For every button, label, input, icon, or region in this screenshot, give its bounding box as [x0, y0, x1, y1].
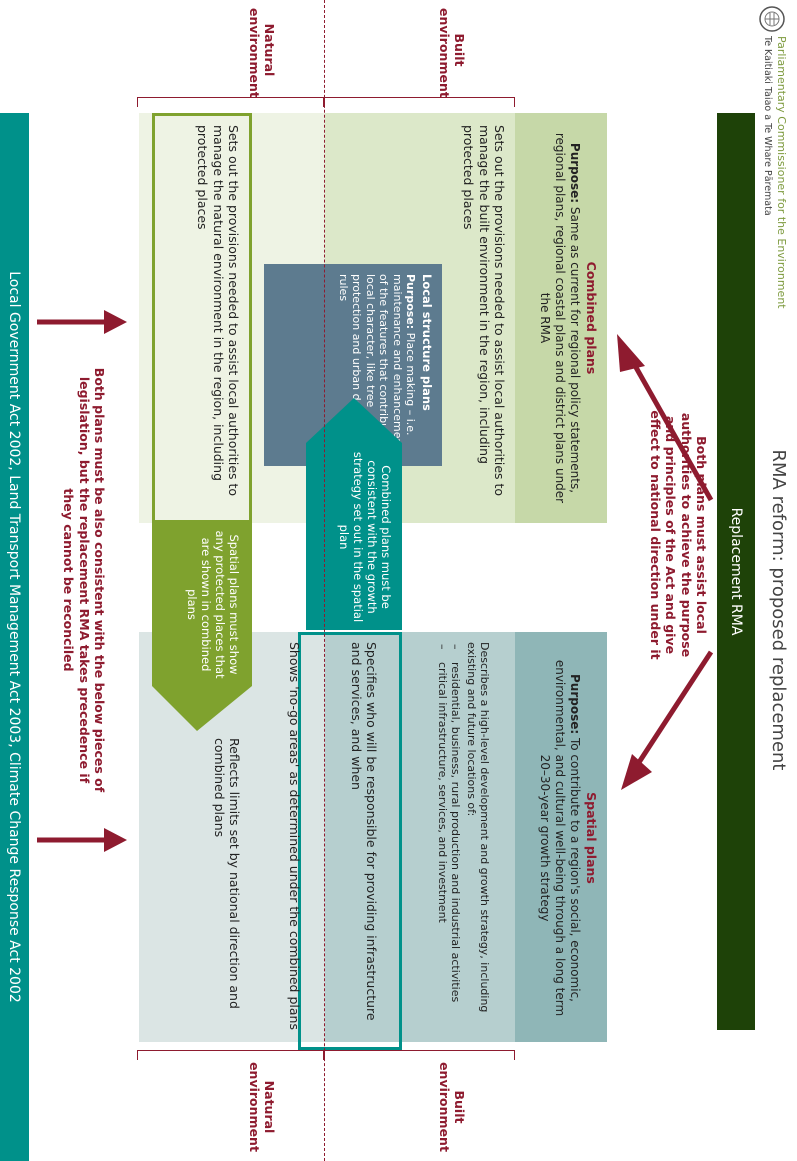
list-item: critical infrastructure, services, and i… — [435, 642, 449, 1042]
spatial-describes-intro: Describes a high-level development and g… — [464, 642, 491, 1013]
combined-plans-purpose: Purpose: Same as current for regional po… — [538, 130, 582, 506]
list-item: residential, business, rural production … — [449, 642, 462, 1042]
environment-divider — [324, 0, 325, 1161]
arrow-to-spatial-natural — [37, 828, 127, 852]
spatial-describes-list: residential, business, rural production … — [435, 642, 462, 1042]
combined-natural-text: Sets out the provisions needed to assist… — [195, 125, 242, 497]
protected-callout-text: Spatial plans must show any protected pl… — [184, 530, 241, 679]
org-name-maori: Te Kaitiaki Taiao a Te Whare Pāremata — [762, 36, 773, 216]
replacement-rma-label: Replacement RMA — [728, 507, 744, 636]
local-structure-plans-box: Local structure plans Purpose: Place mak… — [264, 264, 442, 466]
legislation-footer-bar: Local Government Act 2002, Land Transpor… — [0, 113, 29, 1161]
spatial-plans-content: Spatial plans Purpose: To contribute to … — [538, 648, 600, 1028]
consistency-callout-text: Combined plans must be consistent with t… — [336, 451, 393, 623]
parliament-crest-icon — [757, 4, 787, 34]
spatial-natural-brace — [137, 1050, 325, 1060]
legislation-footer-text: Local Government Act 2002, Land Transpor… — [6, 271, 23, 1003]
local-structure-plans-purpose-label: Purpose: — [403, 274, 417, 330]
org-name: Parliamentary Commissioner for the Envir… — [775, 36, 788, 309]
spatial-reflects-text: Reflects limits set by national directio… — [211, 738, 242, 1009]
spatial-built-label: Built environment — [436, 1062, 467, 1152]
spatial-plans-purpose: Purpose: To contribute to a region's soc… — [538, 648, 582, 1028]
legislation-note: Both plans must be also consistent with … — [61, 367, 108, 793]
spatial-describes-block: Describes a high-level development and g… — [435, 642, 491, 1042]
spatial-plans-title: Spatial plans — [584, 792, 599, 884]
arrow-to-combined-natural — [37, 310, 127, 334]
spatial-plans-purpose-label: Purpose: — [567, 674, 582, 735]
combined-plans-content: Combined plans Purpose: Same as current … — [538, 130, 600, 506]
spatial-no-go-text: Shows 'no-go areas' as determined under … — [287, 642, 302, 1030]
combined-plans-purpose-label: Purpose: — [567, 142, 582, 204]
spatial-specifies-text: Specifies who will be responsible for pr… — [348, 642, 379, 1021]
combined-natural-brace — [137, 97, 325, 107]
combined-natural-label: Natural environment — [246, 8, 277, 98]
local-structure-plans-title: Local structure plans — [420, 274, 434, 411]
page-title: RMA reform: proposed replacement — [768, 449, 789, 771]
combined-plans-title: Combined plans — [584, 261, 599, 375]
must-note: Both plans must assist local authorities… — [648, 410, 709, 660]
spatial-natural-label: Natural environment — [246, 1062, 277, 1152]
combined-built-label: Built environment — [436, 8, 467, 98]
spatial-built-brace — [323, 1050, 515, 1060]
arrow-to-spatial-plans — [621, 650, 714, 790]
local-structure-plans-purpose: Purpose: Place making – i.e. maintenance… — [337, 274, 417, 456]
combined-built-brace — [323, 97, 515, 107]
combined-built-text: Sets out the provisions needed to assist… — [461, 125, 508, 497]
replacement-rma-bar: Replacement RMA — [717, 113, 755, 1030]
